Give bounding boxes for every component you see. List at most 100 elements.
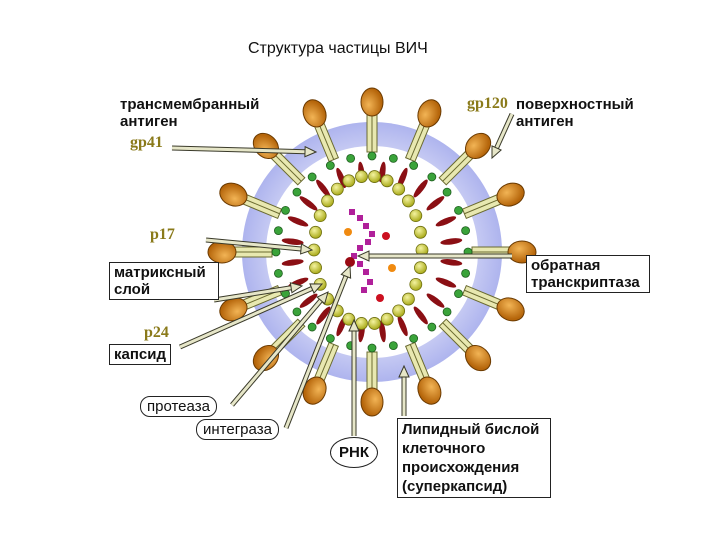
p24-bead (414, 261, 427, 275)
gp120-knob (360, 387, 384, 417)
label-surface-antigen: поверхностный антиген (516, 96, 634, 130)
label-capsid: капсид (109, 344, 171, 365)
rna-segment (349, 209, 355, 215)
gp120-knob (496, 182, 525, 207)
p24-bead (402, 292, 415, 306)
matrix-protein-dot (307, 322, 317, 332)
matrix-protein-dot (325, 161, 335, 170)
p17-rod (281, 259, 304, 266)
capsid-beads (307, 170, 429, 330)
pointer-arrow-head (289, 282, 304, 294)
rna-segment (357, 215, 363, 221)
matrix-protein-dot (461, 226, 470, 236)
p17-rod (440, 238, 463, 245)
matrix-protein-dot (274, 268, 283, 278)
glycoprotein-spike (207, 240, 273, 264)
gp120-knob (252, 344, 280, 372)
p17-rod (435, 216, 457, 227)
matrix-protein-dot (292, 187, 302, 197)
gp41-stalk-line (318, 344, 335, 380)
pointer-arrows (171, 112, 515, 436)
p24-bead (368, 170, 381, 183)
pointer-arrow-head (356, 250, 370, 262)
glycoprotein-spike (360, 351, 384, 417)
gp41-stalk-line (464, 198, 500, 215)
rna-segment (369, 231, 375, 237)
label-rna: РНК (330, 437, 378, 468)
gp41-stalk-line (442, 322, 470, 350)
gp120-knob (417, 99, 442, 128)
matrix-protein-dot (409, 334, 419, 343)
matrix-protein-dot (409, 161, 419, 170)
p17-rod (299, 293, 318, 308)
matrix-protein-dot (454, 289, 463, 299)
p24-bead (392, 304, 406, 318)
matrix-protein-dot (388, 341, 398, 350)
pointer-arrow-head (309, 283, 324, 294)
glycoprotein-spike (461, 284, 525, 322)
p24-bead (342, 312, 356, 326)
integrase-dot (382, 232, 390, 240)
pointer-arrow-shaft-fill (213, 286, 292, 302)
p24-bead (392, 182, 406, 196)
gp41-stalk-line (442, 154, 470, 182)
glycoprotein-spike (404, 341, 442, 405)
glycoprotein-spike (438, 318, 492, 372)
glycoprotein-spike (404, 99, 442, 163)
gp41-stalk-line (244, 198, 280, 215)
matrix-protein-dot (427, 322, 437, 332)
rna-segment (357, 245, 363, 251)
matrix-protein-dot (274, 226, 283, 236)
matrix-protein-dot (388, 154, 398, 163)
p17-rod (413, 306, 428, 325)
gp41-stalk-line (409, 124, 426, 160)
p24-bead (368, 317, 381, 330)
label-p17: p17 (150, 226, 175, 243)
p24-bead (409, 209, 423, 223)
matrix-protein-dot (292, 307, 302, 317)
p24-bead (330, 182, 344, 196)
matrix-protein-dot (325, 334, 335, 343)
p17-rod (413, 179, 428, 198)
enzyme-dot (388, 264, 396, 272)
p24-bead (321, 194, 334, 208)
matrix-protein-dot (454, 205, 463, 215)
p17-rod (316, 306, 331, 325)
p24-bead (409, 277, 423, 291)
p24-bead (309, 225, 322, 239)
matrix-protein-dot (346, 154, 356, 163)
glycoprotein-spike (302, 99, 340, 163)
rna-segment (363, 269, 369, 275)
glycoprotein-spike (219, 182, 283, 220)
matrix-protein-dot (307, 172, 317, 182)
p17-rod (397, 315, 408, 337)
glycoprotein-spike (461, 182, 525, 220)
p17-rod (379, 320, 386, 343)
label-matrix-layer: матриксный слой (109, 262, 219, 300)
gp41-stalk-line (464, 289, 500, 306)
pointer-arrow-shaft-fill (205, 238, 302, 251)
p17-rod (440, 259, 463, 266)
pointer-arrow-head (316, 291, 329, 305)
gp41-stalk-line (274, 154, 302, 182)
pointer-arrow-head (304, 145, 318, 158)
pointer-arrow-head (348, 318, 360, 332)
p24-bead (380, 174, 394, 188)
pointer-arrow-shaft-fill (495, 113, 514, 149)
label-protease: протеаза (140, 396, 217, 417)
glycoprotein-spikes (207, 87, 537, 417)
pointer-arrow-shaft-fill (284, 275, 348, 429)
pointer-arrow-shaft-fill (179, 287, 313, 349)
gp120-knob (496, 297, 525, 322)
gp120-knob (360, 87, 384, 117)
matrix-protein-dot (427, 172, 437, 182)
gp120-knob (219, 182, 248, 207)
label-gp120: gp120 (467, 95, 508, 112)
gp41-stalk-line (409, 344, 426, 380)
p24-bead (342, 174, 356, 188)
label-reverse-transcriptase: обратная транскриптаза (526, 255, 650, 293)
p24-bead (380, 312, 394, 326)
label-lipid-bilayer: Липидный бислой клеточного происхождения… (397, 418, 551, 498)
protease-dot (344, 228, 352, 236)
